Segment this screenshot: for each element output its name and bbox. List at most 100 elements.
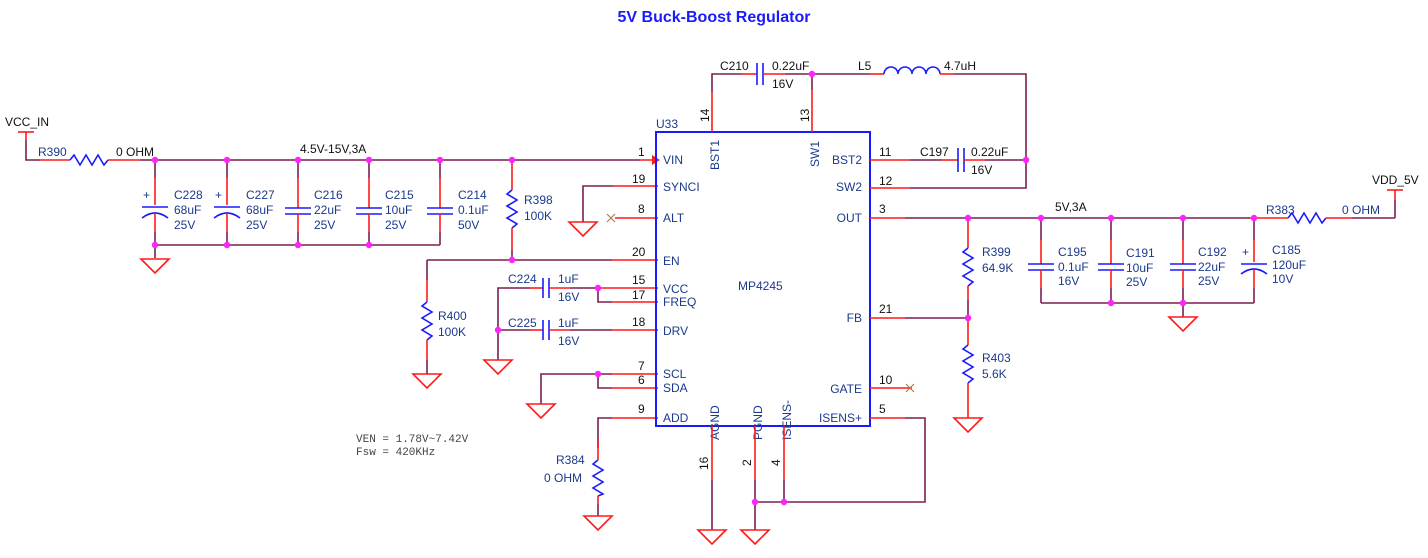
- ic-pin-isens-minus[interactable]: ISENS- 4: [769, 400, 794, 466]
- ic-pin-out[interactable]: OUT 3: [837, 202, 886, 225]
- voltage-c216: 25V: [314, 218, 335, 232]
- capacitor-c197[interactable]: C197 0.22uF 16V: [920, 145, 1026, 177]
- ground-icon: [526, 403, 556, 419]
- ic-pin-sw1[interactable]: 13 SW1: [798, 108, 822, 167]
- resistor-r403[interactable]: R403 5.6K: [961, 318, 1011, 418]
- inductor-l5[interactable]: L5 4.7uH: [812, 59, 976, 75]
- net-label-output-rail: 5V,3A: [1055, 200, 1087, 214]
- value-r390: 0 OHM: [116, 145, 154, 159]
- value-c215: 10uF: [385, 203, 412, 217]
- svg-text:FREQ: FREQ: [663, 295, 696, 309]
- ic-pin-pgnd[interactable]: PGND 2: [740, 405, 765, 466]
- ground-icon: [1168, 316, 1198, 332]
- capacitor-c228[interactable]: + C228 68uF 25V: [141, 160, 203, 245]
- net-vdd-5v[interactable]: VDD_5V: [1372, 173, 1419, 218]
- svg-text:VIN: VIN: [663, 153, 683, 167]
- ic-pin-agnd[interactable]: AGND 16: [697, 405, 722, 470]
- svg-text:EN: EN: [663, 254, 680, 268]
- capacitor-c192[interactable]: C192 22uF 25V: [1170, 218, 1227, 303]
- polarity-mark: +: [143, 188, 150, 202]
- value-c192: 22uF: [1198, 260, 1225, 274]
- capacitor-c216[interactable]: C216 22uF 25V: [285, 160, 343, 245]
- vcc-drv-gnd-wire: [497, 287, 530, 360]
- svg-text:ALT: ALT: [663, 211, 685, 225]
- svg-text:DRV: DRV: [663, 324, 688, 338]
- svg-text:3: 3: [879, 202, 886, 216]
- bst1-wire: [711, 73, 742, 92]
- svg-text:OUT: OUT: [837, 211, 863, 225]
- junction-dots: [151, 70, 1258, 506]
- polarity-mark: +: [1242, 245, 1249, 259]
- svg-text:6: 6: [638, 373, 645, 387]
- value-c225: 1uF: [558, 316, 579, 330]
- ref-c228: C228: [174, 188, 203, 202]
- ref-c191: C191: [1126, 246, 1155, 260]
- capacitor-c214[interactable]: C214 0.1uF 50V: [427, 160, 489, 245]
- capacitor-c195[interactable]: C195 0.1uF 16V: [1028, 218, 1089, 303]
- value-r400: 100K: [438, 325, 466, 339]
- ground-icon: [583, 515, 613, 531]
- ic-pin-isens-plus[interactable]: ISENS+5: [819, 402, 886, 425]
- ground-icon: [140, 258, 170, 274]
- capacitor-c225[interactable]: C225 1uF 16V: [508, 316, 612, 348]
- svg-text:12: 12: [879, 174, 893, 188]
- voltage-c225: 16V: [558, 334, 579, 348]
- voltage-c185: 10V: [1272, 272, 1293, 286]
- resistor-r383[interactable]: R383 0 OHM: [1250, 203, 1395, 225]
- no-connect-icon: [905, 383, 915, 393]
- capacitor-c185[interactable]: + C185 120uF 10V: [1240, 218, 1306, 303]
- svg-text:15: 15: [632, 273, 646, 287]
- resistor-r390[interactable]: R390 0 OHM: [38, 145, 154, 167]
- svg-text:VCC: VCC: [663, 282, 689, 296]
- value-c185: 120uF: [1272, 258, 1306, 272]
- voltage-c191: 25V: [1126, 275, 1147, 289]
- svg-text:SYNCI: SYNCI: [663, 180, 700, 194]
- capacitor-c210[interactable]: C210 0.22uF 16V: [720, 59, 812, 91]
- ref-r384: R384: [556, 453, 585, 467]
- ref-r383: R383: [1266, 203, 1295, 217]
- value-l5: 4.7uH: [944, 59, 976, 73]
- value-r399: 64.9K: [982, 261, 1013, 275]
- resistor-r384[interactable]: R384 0 OHM: [544, 440, 605, 516]
- add-wire: [597, 417, 612, 448]
- voltage-c197: 16V: [971, 163, 992, 177]
- svg-text:10: 10: [879, 373, 893, 387]
- capacitor-c191[interactable]: C191 10uF 25V: [1098, 218, 1155, 303]
- capacitor-c227[interactable]: + C227 68uF 25V: [213, 160, 275, 245]
- value-c224: 1uF: [558, 272, 579, 286]
- voltage-c214: 50V: [458, 218, 479, 232]
- resistor-r399[interactable]: R399 64.9K: [961, 218, 1013, 318]
- ref-c227: C227: [246, 188, 275, 202]
- ground-icon: [412, 373, 442, 389]
- svg-text:17: 17: [632, 288, 646, 302]
- resistor-r398[interactable]: R398 100K: [505, 160, 553, 260]
- capacitor-c224[interactable]: C224 1uF 16V: [508, 272, 598, 304]
- polarity-mark: +: [215, 188, 222, 202]
- resistor-r400[interactable]: R400 100K: [420, 260, 467, 374]
- ic-pin-bst1[interactable]: 14 BST1: [698, 108, 722, 170]
- value-c227: 68uF: [246, 203, 273, 217]
- ref-c195: C195: [1058, 245, 1087, 259]
- ic-part-number: MP4245: [738, 279, 783, 293]
- capacitor-c215[interactable]: C215 10uF 25V: [356, 160, 414, 245]
- svg-text:21: 21: [879, 302, 893, 316]
- svg-text:4: 4: [769, 459, 783, 466]
- value-c214: 0.1uF: [458, 203, 489, 217]
- net-vcc-in[interactable]: VCC_IN: [5, 115, 49, 161]
- ref-l5: L5: [858, 59, 872, 73]
